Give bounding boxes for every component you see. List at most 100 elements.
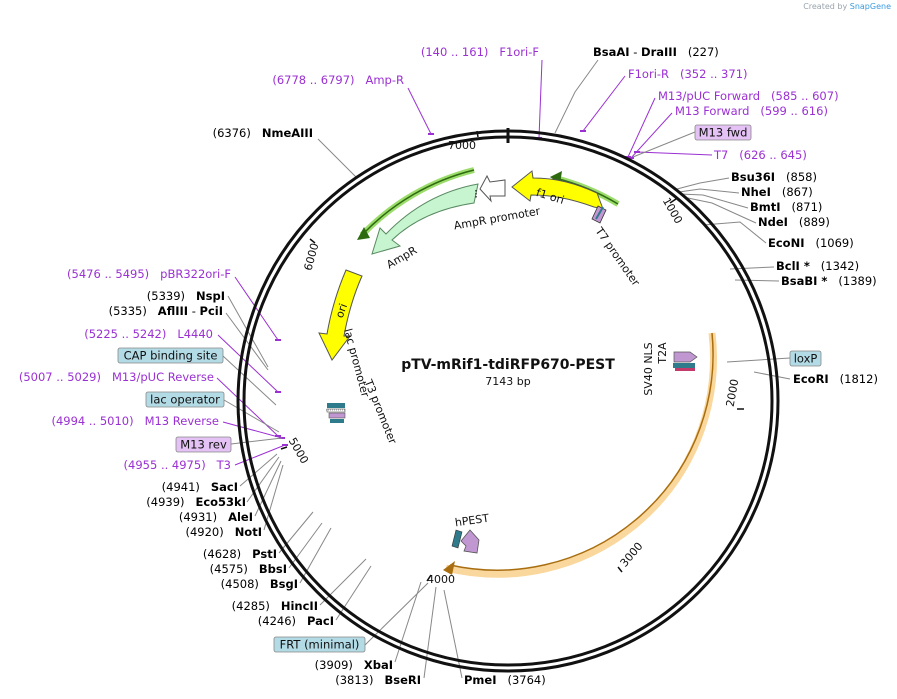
primer-leader-line	[630, 112, 673, 159]
site-leader-line	[423, 586, 437, 679]
ampr-feature	[371, 183, 479, 255]
primer-label: (4994 .. 5010) M13 Reverse	[51, 414, 219, 428]
site-leader-line	[679, 193, 749, 209]
site-leader-line	[319, 558, 367, 606]
primer-label-part: (5476 .. 5495)	[67, 267, 160, 281]
restriction-site-label-part: (1812)	[829, 372, 878, 386]
primer-label-part: F1ori-R	[628, 67, 669, 81]
primer-leader-line	[216, 377, 279, 437]
restriction-site-label-part: (4939)	[146, 495, 195, 509]
restriction-site-label-part: (867)	[771, 185, 813, 199]
restriction-site-label: Bsu36I (858)	[731, 170, 817, 184]
restriction-site-label-part: XbaI	[364, 658, 393, 672]
primer-label-part: T3	[216, 458, 231, 472]
green-arc-left-head	[357, 227, 370, 240]
feature-label: ori	[333, 302, 350, 320]
feature-box-leader	[632, 131, 696, 158]
restriction-site-label-part: BsaAI	[593, 45, 630, 59]
restriction-site-label-part: DraIII	[641, 45, 677, 59]
restriction-site-label-part: BbsI	[259, 562, 287, 576]
restriction-site-label-part: (6376)	[213, 126, 262, 140]
restriction-site-label-part: (4285)	[232, 599, 281, 613]
restriction-site-label-part: AleI	[228, 510, 253, 524]
primer-label-part: (4955 .. 4975)	[124, 458, 217, 472]
t7-promoter-hash	[595, 206, 604, 220]
restriction-site-label-part: (871)	[781, 200, 823, 214]
restriction-site-label-part: BsaBI	[781, 274, 817, 288]
primer-label: (5476 .. 5495) pBR322ori-F	[67, 267, 231, 281]
restriction-site-label-part: *	[817, 274, 827, 288]
feature-box-leader	[726, 357, 791, 363]
restriction-site-label-part: (4941)	[162, 480, 211, 494]
site-leader-line	[263, 464, 284, 531]
primer-label-part: T7	[713, 148, 728, 162]
restriction-site-label-part: BsgI	[270, 577, 298, 591]
restriction-site-label: (4575) BbsI	[210, 562, 287, 576]
restriction-site-label: (4941) SacI	[162, 480, 238, 494]
site-leader-line	[225, 312, 269, 371]
feature-box-label: M13 rev	[180, 438, 227, 452]
primer-label: M13/pUC Forward (585 .. 607)	[658, 89, 839, 103]
feature-box-label: FRT (minimal)	[280, 638, 360, 652]
primer-leader-line	[627, 97, 656, 158]
primer-leader-line	[234, 276, 279, 341]
restriction-site-label-part: (1389)	[827, 274, 876, 288]
feature-box-leader	[222, 355, 277, 406]
site-leader-line	[278, 511, 314, 554]
restriction-site-label-part: (4246)	[258, 614, 307, 628]
primer-label-part: Amp-R	[365, 73, 404, 87]
restriction-site-label-part: NspI	[196, 289, 225, 303]
restriction-site-label-part: -	[188, 304, 199, 318]
tdirfp-orf-arc	[445, 332, 717, 578]
restriction-site-label-part: HincII	[281, 599, 318, 613]
feature-box-label: M13 fwd	[699, 126, 748, 140]
site-leader-line	[678, 188, 740, 194]
site-leader-line	[443, 589, 463, 679]
restriction-site-label-part: SacI	[211, 480, 238, 494]
primer-label-part: (585 .. 607)	[760, 89, 838, 103]
lac-cluster	[326, 403, 346, 423]
restriction-site-label-part: NheI	[741, 185, 771, 199]
primer-label: F1ori-R (352 .. 371)	[628, 67, 748, 81]
feature-label: AmpR promoter	[453, 204, 542, 232]
restriction-site-label: BsaAI - DraIII (227)	[593, 45, 719, 59]
primer-label-part: F1ori-F	[499, 45, 539, 59]
primer-label-part: (626 .. 645)	[728, 148, 806, 162]
primer-leader-line	[234, 444, 286, 466]
restriction-site-label: (6376) NmeAIII	[213, 126, 313, 140]
feature-box-leader	[230, 437, 283, 445]
restriction-site-label-part: AflIII	[158, 304, 188, 318]
primer-label-part: M13 Forward	[675, 104, 749, 118]
restriction-site-label-part: EcoNI	[768, 236, 804, 250]
restriction-site-label: PmeI (3764)	[464, 673, 546, 687]
restriction-site-label-part: (889)	[788, 215, 830, 229]
restriction-site-label: NheI (867)	[741, 185, 813, 199]
restriction-site-label-part: (227)	[677, 45, 719, 59]
restriction-site-label: (5339) NspI	[147, 289, 225, 303]
primer-label: (4955 .. 4975) T3	[124, 458, 231, 472]
feature-box-label: loxP	[794, 352, 818, 366]
feature-box	[145, 391, 225, 408]
restriction-site-label: (4939) Eco53kI	[146, 495, 246, 509]
restriction-site-label: (3909) XbaI	[315, 658, 393, 672]
restriction-site-label-part: PacI	[307, 614, 334, 628]
primer-label-part: L4440	[177, 327, 213, 341]
primer-label: (5225 .. 5242) L4440	[84, 327, 213, 341]
site-leader-line	[554, 59, 599, 134]
restriction-site-label: BsaBI * (1389)	[781, 274, 877, 288]
restriction-site-label-part: (1069)	[804, 236, 853, 250]
restriction-site-label-part: EcoRI	[793, 372, 829, 386]
restriction-site-label-part: (1342)	[810, 259, 859, 273]
primer-label-part: (140 .. 161)	[421, 45, 499, 59]
snapgene-credit: Created by SnapGene	[803, 2, 891, 11]
primer-label-part: (5225 .. 5242)	[84, 327, 177, 341]
restriction-site-label: EcoRI (1812)	[793, 372, 878, 386]
primer-label-part: (5007 .. 5029)	[19, 370, 112, 384]
site-leader-line	[676, 177, 730, 190]
f1-ori-feature	[511, 170, 604, 210]
restriction-site-label: (4508) BsgI	[221, 577, 298, 591]
restriction-site-label-part: (4931)	[179, 510, 228, 524]
feature-box-label: lac operator	[150, 393, 220, 407]
restriction-site-label-part: (4575)	[210, 562, 259, 576]
